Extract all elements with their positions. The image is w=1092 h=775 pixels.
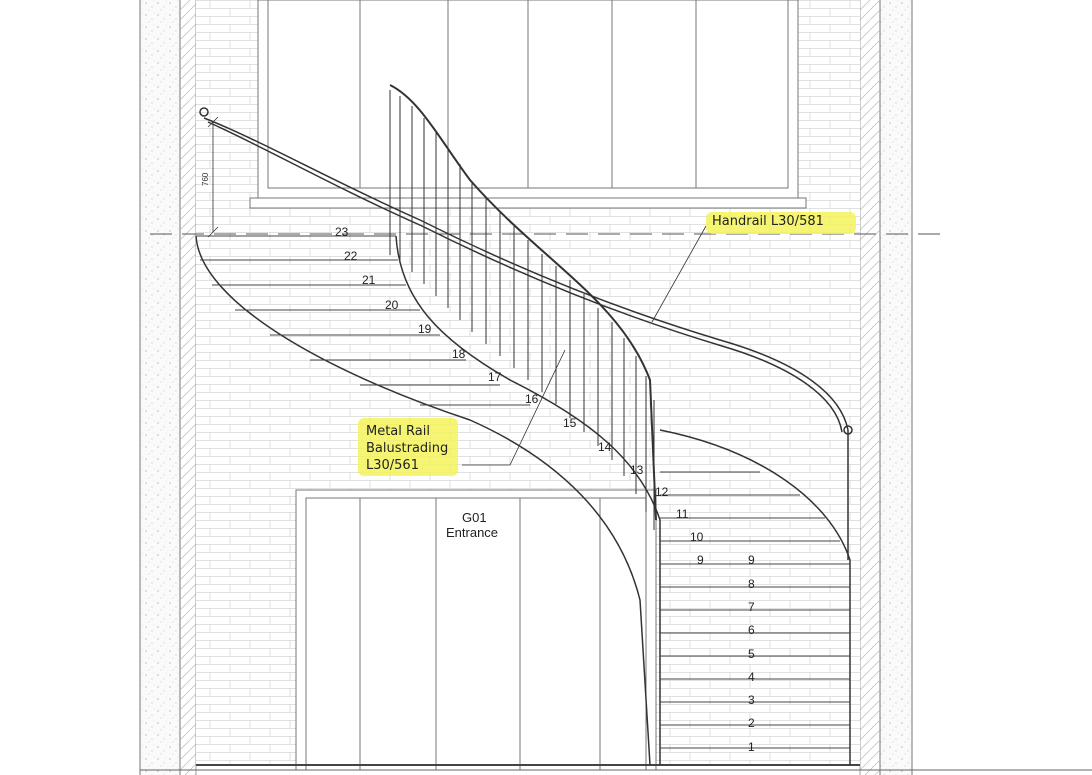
- step-number: 5: [748, 647, 755, 661]
- step-number: 16: [525, 392, 539, 406]
- svg-text:760: 760: [201, 172, 210, 186]
- balustrade-label-3: L30/561: [366, 458, 419, 473]
- right-wall-section: [880, 0, 912, 775]
- dimension-760: [207, 116, 219, 238]
- step-number: 13: [630, 463, 644, 477]
- stair-stringer-inner: [395, 235, 661, 765]
- step-number: 18: [452, 347, 466, 361]
- step-number: 20: [385, 298, 399, 312]
- step-number: 9: [697, 553, 704, 567]
- step-number: 21: [362, 273, 376, 287]
- step-number: 2: [748, 716, 755, 730]
- entrance-glazing: [295, 489, 657, 771]
- stair-stringer-outer: [195, 235, 651, 766]
- left-wall-section: [140, 0, 180, 775]
- step-number: 3: [748, 693, 755, 707]
- step-number: 10: [690, 530, 704, 544]
- step-number: 19: [418, 322, 432, 336]
- step-number: 12: [655, 485, 669, 499]
- step-number: 4: [748, 670, 755, 684]
- upper-window: [249, 0, 807, 209]
- balustrade-label-2: Balustrading: [366, 441, 449, 456]
- balustrade-label-1: Metal Rail: [366, 424, 430, 439]
- step-number: 11: [676, 507, 689, 521]
- room-name: Entrance: [446, 525, 499, 540]
- step-number: 9: [748, 553, 755, 567]
- step-number: 23: [335, 225, 349, 239]
- room-code: G01: [462, 510, 487, 525]
- step-number: 1: [748, 740, 755, 754]
- step-number: 14: [598, 440, 612, 454]
- step-number: 17: [488, 370, 502, 384]
- step-number: 22: [344, 249, 358, 263]
- step-number: 15: [563, 416, 577, 430]
- highlight-handrail: [706, 212, 856, 234]
- handrail-label: Handrail L30/581: [712, 214, 824, 229]
- step-number: 6: [748, 623, 755, 637]
- wall-handrail: [199, 107, 853, 560]
- step-number: 7: [748, 600, 755, 614]
- highlight-balustrade: [358, 418, 458, 476]
- step-number: 8: [748, 577, 755, 591]
- metal-balustrade: [389, 84, 657, 530]
